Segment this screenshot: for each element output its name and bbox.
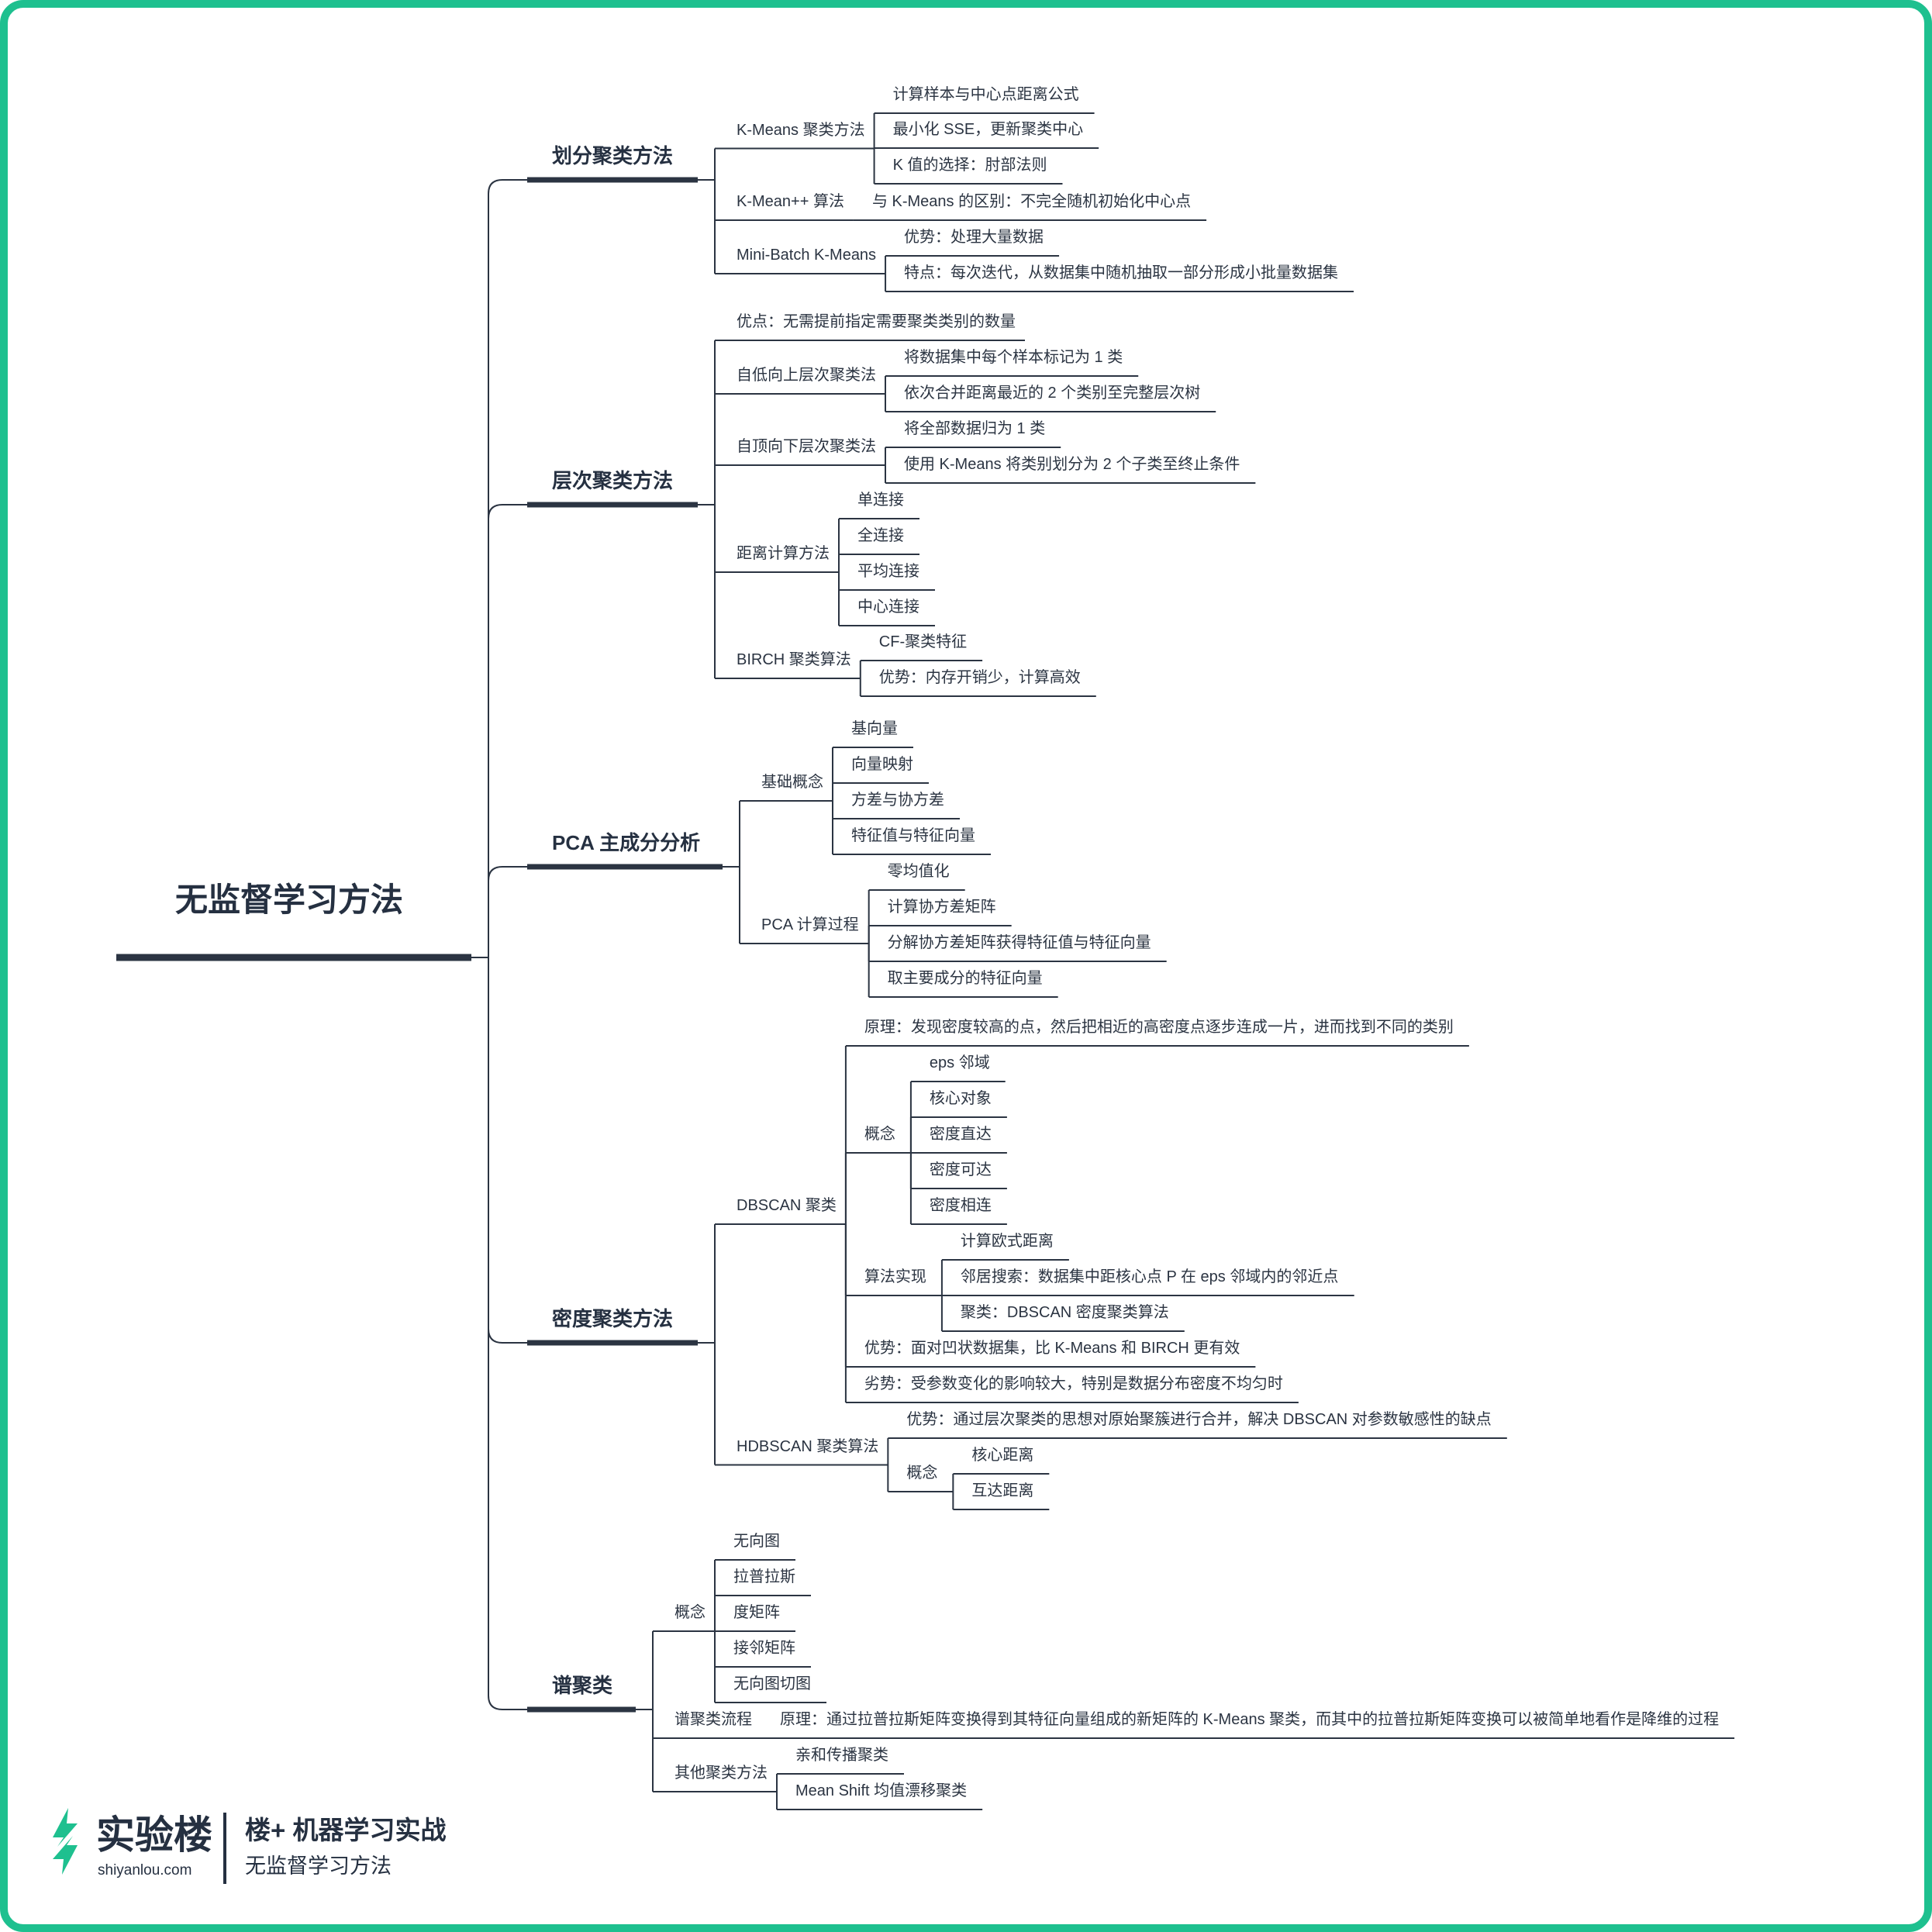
branch-3-node-0-child-4: 劣势：受参数变化的影响较大，特别是数据分布密度不均匀时 [864,1375,1283,1392]
branch-1-node-4-child-0: CF-聚类特征 [878,633,968,650]
branch-3-node-1-child-0: 优势：通过层次聚类的思想对原始聚簇进行合并，解决 DBSCAN 对参数敏感性的缺… [906,1411,1492,1428]
connector-root-branch-1 [471,504,527,958]
branch-1-node-0: 优点：无需提前指定需要聚类类别的数量 [737,313,1016,330]
branch-1-node-2-child-0: 将全部数据归为 1 类 [903,420,1046,437]
connector-root-branch-4 [471,957,527,1710]
branch-3-node-0-child-0: 原理：发现密度较高的点，然后把相近的高密度点逐步连成一片，进而找到不同的类别 [864,1019,1454,1036]
branch-1-node-1: 自低向上层次聚类法 [737,367,876,384]
branch-2-node-1: PCA 计算过程 [761,916,859,933]
branch-0-node-0: K-Means 聚类方法 [737,121,865,139]
branch-3-label: 密度聚类方法 [552,1307,674,1330]
branch-2-node-1-child-2: 分解协方差矩阵获得特征值与特征向量 [887,934,1151,951]
connector-root-branch-0 [471,179,527,958]
branch-0-node-0-child-1: 最小化 SSE，更新聚类中心 [892,121,1084,138]
branch-3-node-0-child-1-leaf-2: 密度直达 [929,1126,992,1143]
branch-0-node-1-child-0: 与 K-Means 的区别：不完全随机初始化中心点 [871,193,1192,210]
connector-root-branch-2 [471,866,527,958]
branch-1-node-4-child-1: 优势：内存开销少，计算高效 [878,669,1081,686]
branch-0-label: 划分聚类方法 [552,144,674,167]
branch-2-node-0-child-2: 方差与协方差 [850,792,944,809]
branch-2-node-0-child-0: 基向量 [850,720,898,737]
branch-3-node-0-child-1-leaf-1: 核心对象 [929,1090,992,1107]
branch-2-node-1-child-1: 计算协方差矩阵 [887,899,996,916]
branch-2-node-0-child-3: 特征值与特征向量 [850,827,975,844]
branch-1-node-4: BIRCH 聚类算法 [737,651,851,668]
branch-3-node-0-child-1: 概念 [864,1126,895,1143]
brand-url: shiyanlou.com [98,1862,192,1879]
branch-3-node-1-child-1: 概念 [906,1465,938,1482]
branch-1-label: 层次聚类方法 [552,469,674,492]
branch-3-node-1: HDBSCAN 聚类算法 [737,1437,879,1455]
brand-footer: 实验楼 shiyanlou.com 楼+ 机器学习实战 无监督学习方法 [47,1806,527,1892]
branch-4-label: 谱聚类 [552,1674,613,1697]
course-title: 楼+ 机器学习实战 [245,1816,447,1844]
branch-0-node-1: K-Mean++ 算法 [737,193,844,210]
branch-1-node-3-child-2: 平均连接 [857,563,919,580]
branch-4-node-0-child-1: 拉普拉斯 [733,1568,795,1585]
branch-1-node-3: 距离计算方法 [737,545,830,562]
branch-1-node-3-child-0: 单连接 [857,492,904,509]
branch-4-node-0-child-2: 度矩阵 [733,1604,780,1621]
branch-3-node-0-child-2-leaf-1: 邻居搜索：数据集中距核心点 P 在 eps 邻域内的邻近点 [960,1268,1339,1285]
branch-1-node-3-child-3: 中心连接 [857,599,919,616]
branch-0-node-2: Mini-Batch K-Means [737,247,877,264]
shiyanlou-logo-icon [53,1808,78,1875]
branch-4-node-2: 其他聚类方法 [674,1765,768,1782]
branch-4-node-0-child-4: 无向图切图 [733,1675,811,1692]
branch-0-node-2-child-1: 特点：每次迭代，从数据集中随机抽取一部分形成小批量数据集 [904,264,1339,281]
brand-divider [223,1813,226,1884]
branch-3-node-0-child-2: 算法实现 [864,1268,926,1285]
branch-0-node-0-child-0: 计算样本与中心点距离公式 [892,86,1079,103]
branch-3-node-0-child-3: 优势：面对凹状数据集，比 K-Means 和 BIRCH 更有效 [864,1340,1240,1357]
branch-4-node-2-child-1: Mean Shift 均值漂移聚类 [795,1782,968,1799]
branch-3-node-0: DBSCAN 聚类 [737,1197,837,1214]
branch-2-node-0: 基础概念 [761,774,823,791]
brand-logo-text: 实验楼 [96,1813,212,1857]
connector-root-branch-3 [471,957,527,1344]
branch-2-node-0-child-1: 向量映射 [850,756,913,773]
branch-0-node-2-child-0: 优势：处理大量数据 [904,229,1044,246]
branch-1-node-2-child-1: 使用 K-Means 将类别划分为 2 个子类至终止条件 [903,456,1240,473]
branch-3-node-0-child-2-leaf-0: 计算欧式距离 [960,1233,1054,1250]
branch-3-node-0-child-1-leaf-0: eps 邻域 [929,1054,990,1071]
branch-1-node-1-child-1: 依次合并距离最近的 2 个类别至完整层次树 [903,385,1201,402]
branch-3-node-1-child-1-leaf-1: 互达距离 [971,1482,1034,1499]
branch-3-node-0-child-1-leaf-3: 密度可达 [929,1161,992,1178]
branch-4-node-0: 概念 [674,1604,706,1621]
branch-1-node-2: 自顶向下层次聚类法 [737,438,876,455]
branch-1-node-3-child-1: 全连接 [857,527,904,544]
branch-4-node-0-child-3: 接邻矩阵 [733,1640,795,1657]
course-subtitle: 无监督学习方法 [245,1854,392,1878]
branch-2-node-1-child-3: 取主要成分的特征向量 [887,970,1043,987]
branch-0-node-0-child-2: K 值的选择：肘部法则 [892,157,1047,174]
branch-3-node-0-child-1-leaf-4: 密度相连 [929,1197,992,1214]
branch-2-node-1-child-0: 零均值化 [887,863,950,880]
branch-4-node-2-child-0: 亲和传播聚类 [795,1747,888,1764]
branch-1-node-1-child-0: 将数据集中每个样本标记为 1 类 [903,349,1123,366]
branch-2-label: PCA 主成分分析 [552,831,701,854]
branch-4-node-0-child-0: 无向图 [733,1533,780,1550]
root-title: 无监督学习方法 [175,881,404,918]
branch-4-node-1: 谱聚类流程 [674,1711,752,1728]
branch-3-node-1-child-1-leaf-0: 核心距离 [971,1447,1034,1464]
branch-3-node-0-child-2-leaf-2: 聚类：DBSCAN 密度聚类算法 [960,1304,1169,1321]
branch-4-node-1-child-0: 原理：通过拉普拉斯矩阵变换得到其特征向量组成的新矩阵的 K-Means 聚类，而… [779,1711,1720,1728]
